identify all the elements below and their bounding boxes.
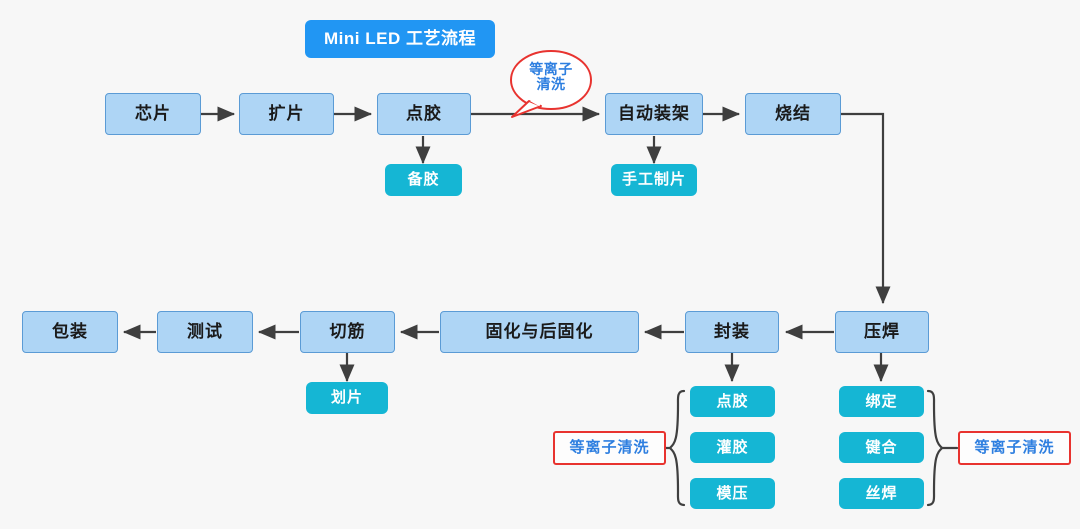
step-expand-wafer[interactable]: 扩片 bbox=[239, 93, 334, 135]
plasma-clean-callout-text: 等离子 清洗 bbox=[511, 61, 591, 93]
step-sintering[interactable]: 烧结 bbox=[745, 93, 841, 135]
step-cut-rib[interactable]: 切筋 bbox=[300, 311, 395, 353]
group-left-item-dispensing[interactable]: 点胶 bbox=[690, 386, 775, 417]
group-right-item-wire-bond[interactable]: 键合 bbox=[839, 432, 924, 463]
group-right-item-wire-weld[interactable]: 丝焊 bbox=[839, 478, 924, 509]
step-encapsulation[interactable]: 封装 bbox=[685, 311, 779, 353]
group-left-item-molding[interactable]: 模压 bbox=[690, 478, 775, 509]
step-packaging[interactable]: 包装 bbox=[22, 311, 118, 353]
note-plasma-clean-left: 等离子清洗 bbox=[553, 431, 666, 465]
step-chip[interactable]: 芯片 bbox=[105, 93, 201, 135]
substep-manual-die-prep[interactable]: 手工制片 bbox=[611, 164, 697, 196]
substep-scribing[interactable]: 划片 bbox=[306, 382, 388, 414]
brace-right bbox=[926, 389, 959, 507]
step-dispensing[interactable]: 点胶 bbox=[377, 93, 471, 135]
group-right-item-bonding[interactable]: 绑定 bbox=[839, 386, 924, 417]
diagram-title: Mini LED 工艺流程 bbox=[305, 20, 495, 58]
group-left-item-potting[interactable]: 灌胶 bbox=[690, 432, 775, 463]
step-curing-and-post-curing[interactable]: 固化与后固化 bbox=[440, 311, 639, 353]
callout-line-1: 等离子 bbox=[529, 61, 573, 77]
substep-glue-prep[interactable]: 备胶 bbox=[385, 164, 462, 196]
step-press-weld[interactable]: 压焊 bbox=[835, 311, 929, 353]
note-plasma-clean-right: 等离子清洗 bbox=[958, 431, 1071, 465]
callout-line-2: 清洗 bbox=[536, 76, 566, 93]
step-auto-die-bond[interactable]: 自动装架 bbox=[605, 93, 703, 135]
step-testing[interactable]: 测试 bbox=[157, 311, 253, 353]
